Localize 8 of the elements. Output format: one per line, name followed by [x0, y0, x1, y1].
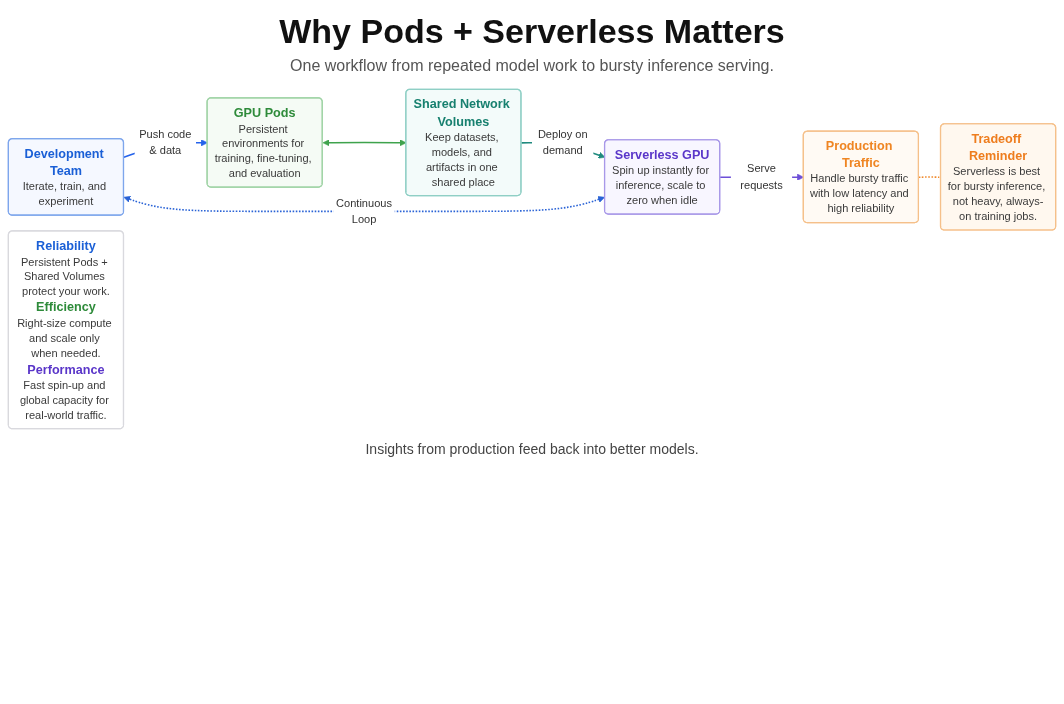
edge-label: Deploy on demand — [537, 127, 588, 157]
edge-label: Push code & data — [139, 127, 192, 157]
edge-label: Continuous Loop — [336, 196, 392, 226]
note-text: Insights from production feed back into better models. — [365, 441, 699, 457]
title: Why Pods + Serverless Matters — [279, 12, 785, 51]
subtitle: One workflow from repeated model work to bursty inference serving. — [290, 57, 774, 75]
arrow — [123, 196, 605, 213]
edge-label: Serve requests — [740, 161, 783, 192]
